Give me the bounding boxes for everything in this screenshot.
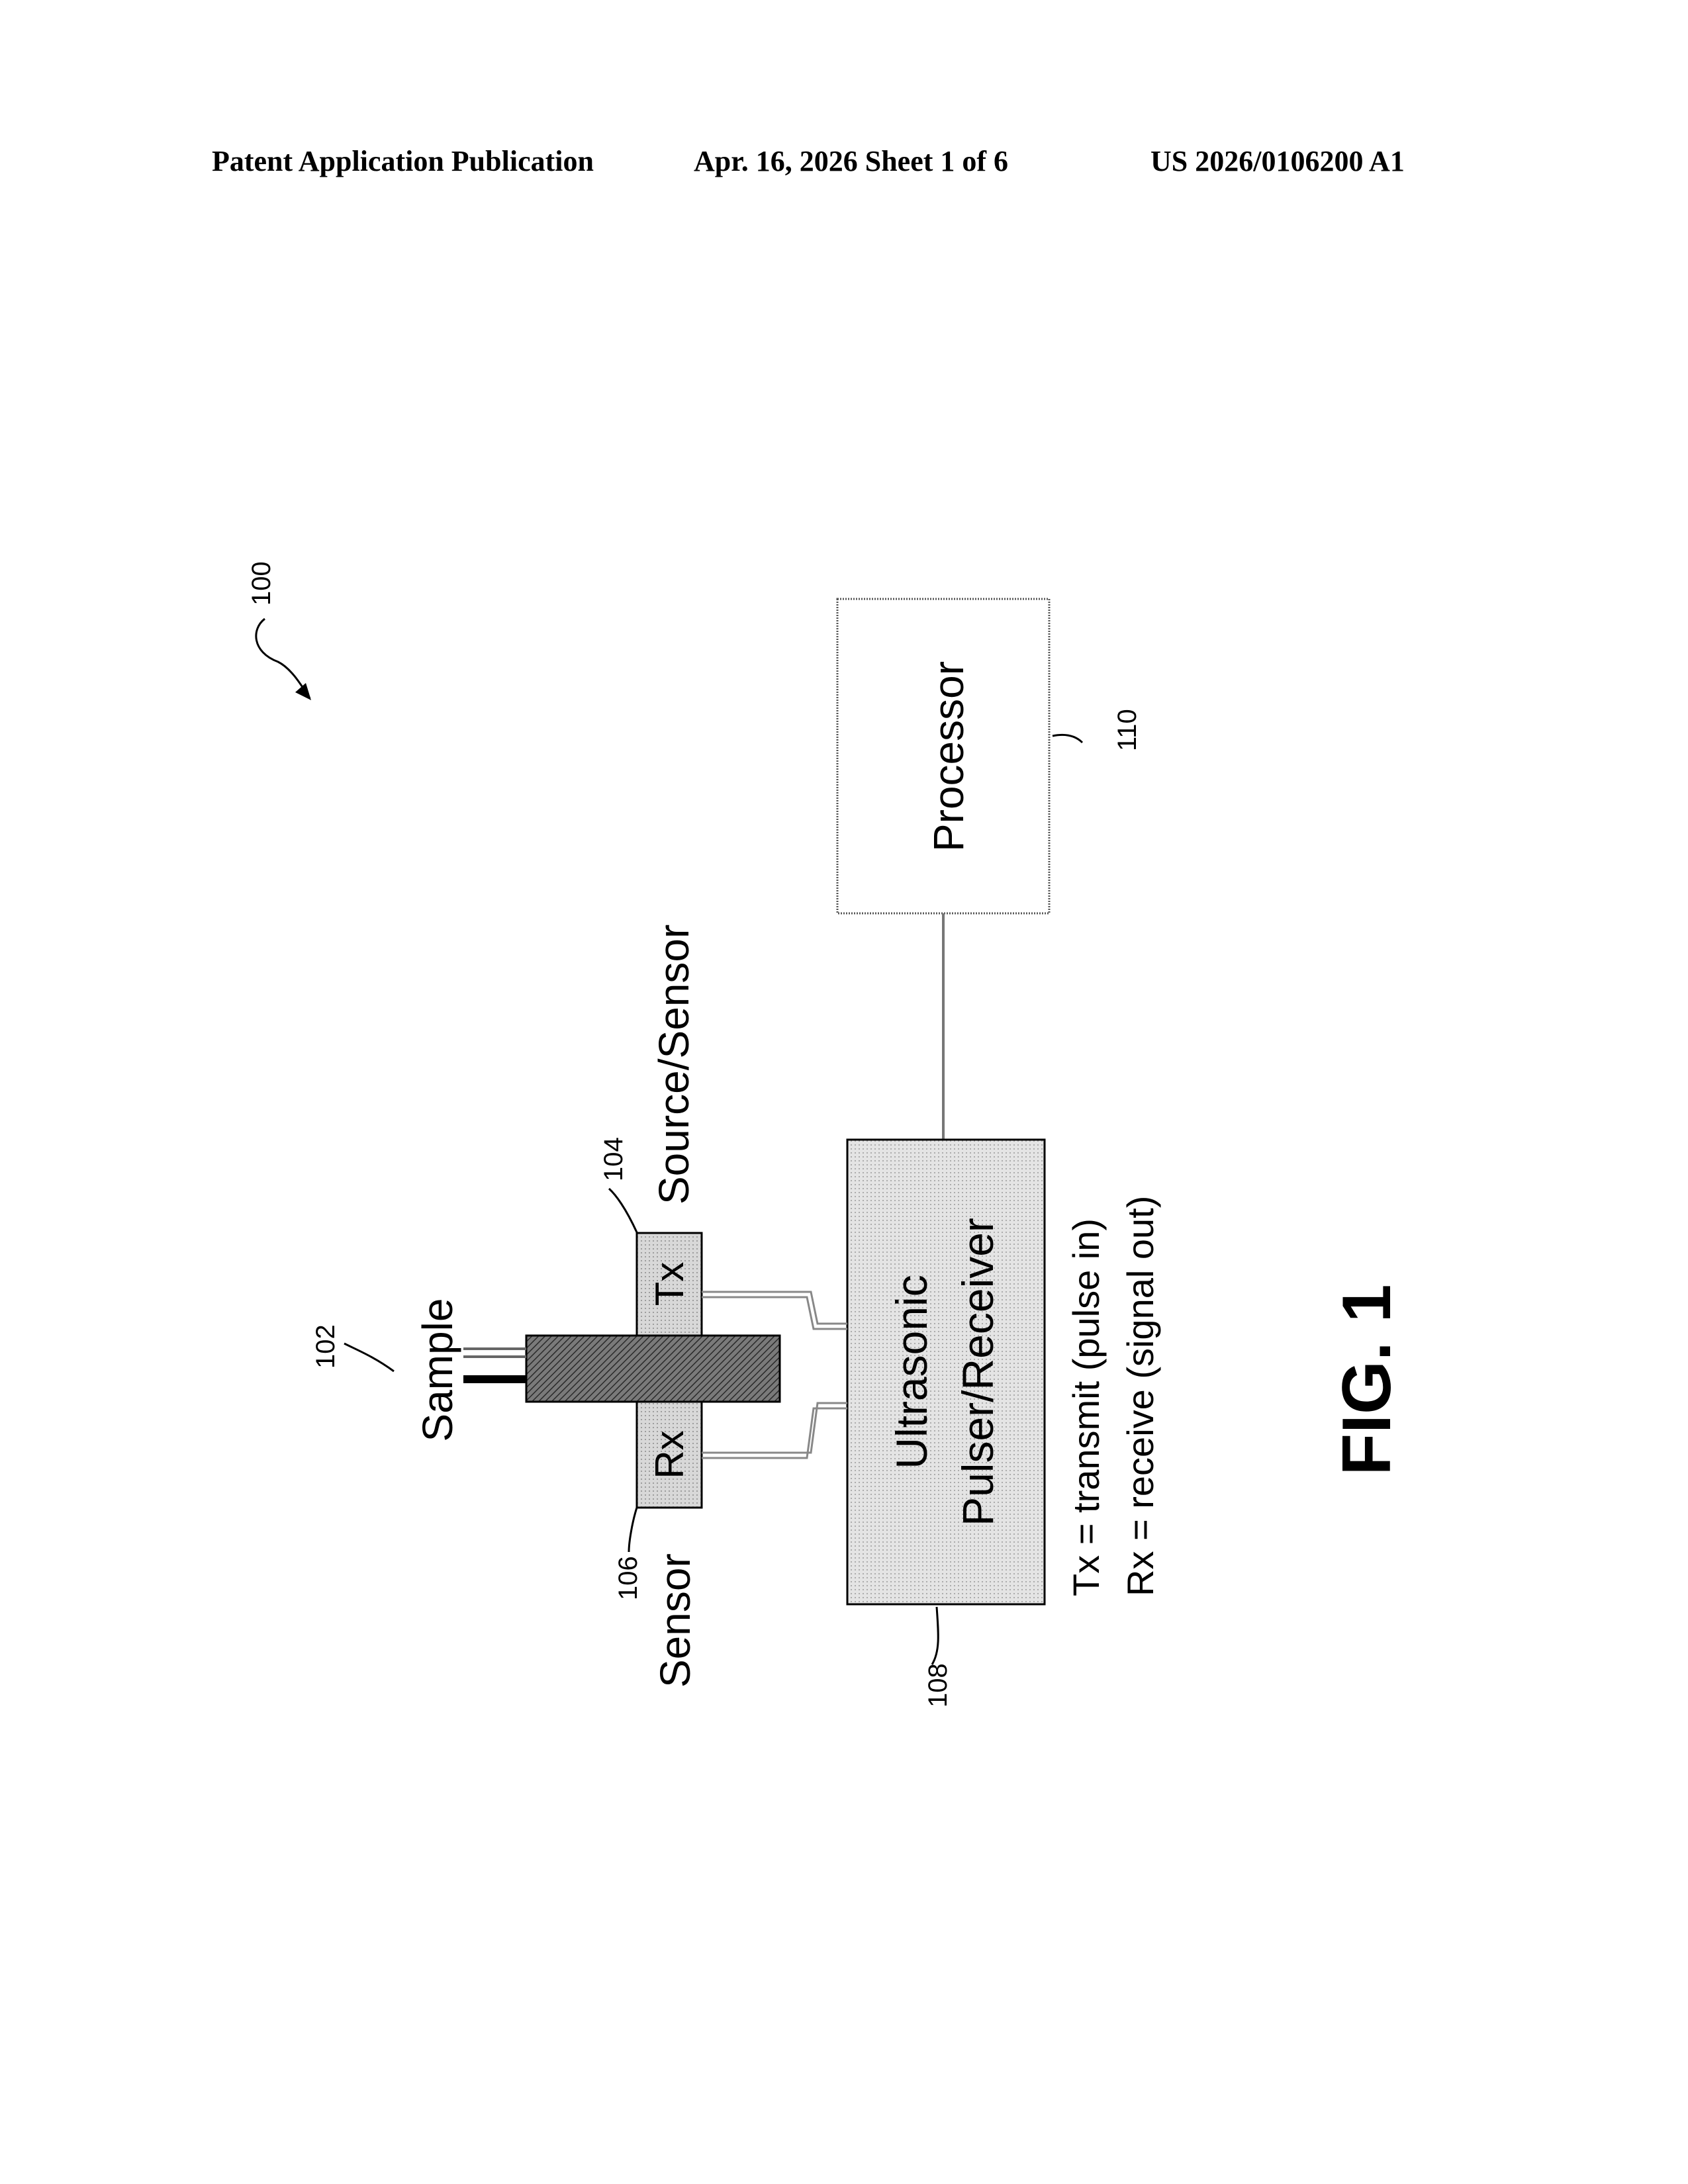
rx-cable <box>702 1403 847 1458</box>
sample-label: Sample <box>414 1298 461 1442</box>
tx-label: Tx <box>647 1262 692 1306</box>
figure-caption: FIG. 1 <box>1329 1285 1405 1476</box>
ref-110-label: 110 <box>1113 709 1142 751</box>
ref-100: 100 <box>247 561 311 700</box>
rx-label: Rx <box>647 1430 692 1479</box>
source-sensor-label: Source/Sensor <box>650 925 698 1205</box>
ref-108-leader <box>932 1607 938 1664</box>
ref-100-label: 100 <box>247 561 276 606</box>
tx-cable <box>702 1292 847 1329</box>
sample-block <box>526 1336 780 1402</box>
ref-110-leader <box>1053 735 1082 743</box>
pulser-label-line1: Ultrasonic <box>887 1275 936 1469</box>
legend-rx: Rx = receive (signal out) <box>1119 1196 1161 1596</box>
sensor-label: Sensor <box>651 1553 699 1688</box>
ref-104-leader <box>609 1189 637 1232</box>
ref-106-leader <box>629 1508 637 1552</box>
arrow-icon <box>295 683 311 700</box>
ref-102-leader <box>344 1343 394 1371</box>
ref-108-label: 108 <box>923 1663 953 1707</box>
legend-tx: Tx = transmit (pulse in) <box>1065 1218 1107 1596</box>
processor-label: Processor <box>925 661 972 852</box>
ref-100-leader <box>256 619 310 698</box>
ref-106-label: 106 <box>614 1556 643 1600</box>
ref-104-label: 104 <box>599 1137 628 1181</box>
pulser-receiver-box <box>847 1140 1045 1604</box>
pulser-label-line2: Pulser/Receiver <box>953 1218 1002 1526</box>
ref-102-label: 102 <box>311 1324 340 1369</box>
